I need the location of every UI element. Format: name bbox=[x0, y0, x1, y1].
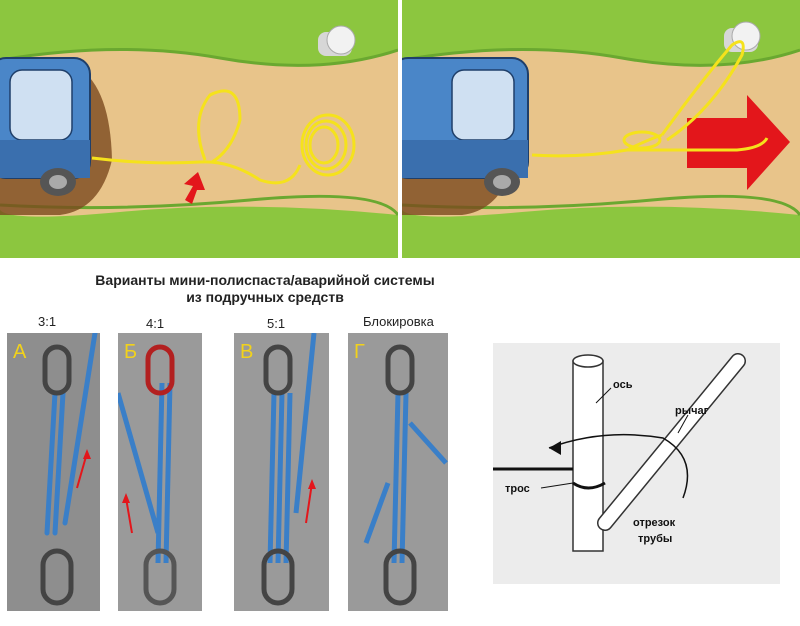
label-pipe-1: отрезок bbox=[633, 517, 676, 529]
stump-icon bbox=[318, 25, 356, 56]
carabiner-icon bbox=[143, 548, 177, 606]
label-cable: трос bbox=[505, 483, 530, 495]
carabiner-icon bbox=[261, 548, 295, 606]
photo-lock: Г bbox=[348, 333, 448, 611]
lever-diagram: ось рычаг трос отрезок трубы bbox=[493, 343, 780, 584]
pull-arrow-icon bbox=[184, 172, 205, 204]
heading-line-2: из подручных средств bbox=[186, 289, 344, 305]
label-axis: ось bbox=[613, 379, 633, 391]
photo-3-to-1: А bbox=[7, 333, 100, 611]
ratio-label-b: 4:1 bbox=[146, 316, 165, 331]
ratio-label-c: 5:1 bbox=[267, 316, 286, 331]
photo-letter-b: Б bbox=[124, 341, 138, 363]
rotation-arrow-icon bbox=[549, 441, 561, 455]
carabiner-icon bbox=[42, 344, 72, 396]
label-lever: рычаг bbox=[675, 405, 709, 417]
carabiner-icon bbox=[263, 344, 293, 396]
section-heading: Варианты мини-полиспаста/аварийной систе… bbox=[0, 272, 530, 306]
direction-arrow-icon bbox=[687, 95, 790, 190]
carabiner-icon bbox=[385, 344, 415, 396]
photo-4-to-1: Б bbox=[118, 333, 202, 611]
illustration-pulley-system bbox=[402, 0, 800, 258]
lever-icon bbox=[597, 353, 746, 531]
heading-line-1: Варианты мини-полиспаста/аварийной систе… bbox=[95, 272, 435, 288]
car-icon bbox=[0, 57, 91, 196]
illustration-rope-loop bbox=[0, 0, 398, 258]
rope-icon bbox=[531, 40, 769, 158]
rope-icon bbox=[91, 89, 356, 185]
ratio-label-d: Блокировка bbox=[363, 314, 434, 329]
car-icon bbox=[402, 57, 529, 196]
ratio-label-a: 3:1 bbox=[38, 314, 57, 329]
carabiner-icon bbox=[145, 344, 175, 396]
photo-letter-c: В bbox=[240, 341, 254, 363]
photo-letter-a: А bbox=[13, 341, 27, 363]
label-pipe-2: трубы bbox=[638, 533, 673, 545]
photo-5-to-1: В bbox=[234, 333, 329, 611]
carabiner-icon bbox=[40, 548, 74, 606]
photo-letter-d: Г bbox=[354, 341, 365, 363]
carabiner-icon bbox=[383, 548, 417, 606]
